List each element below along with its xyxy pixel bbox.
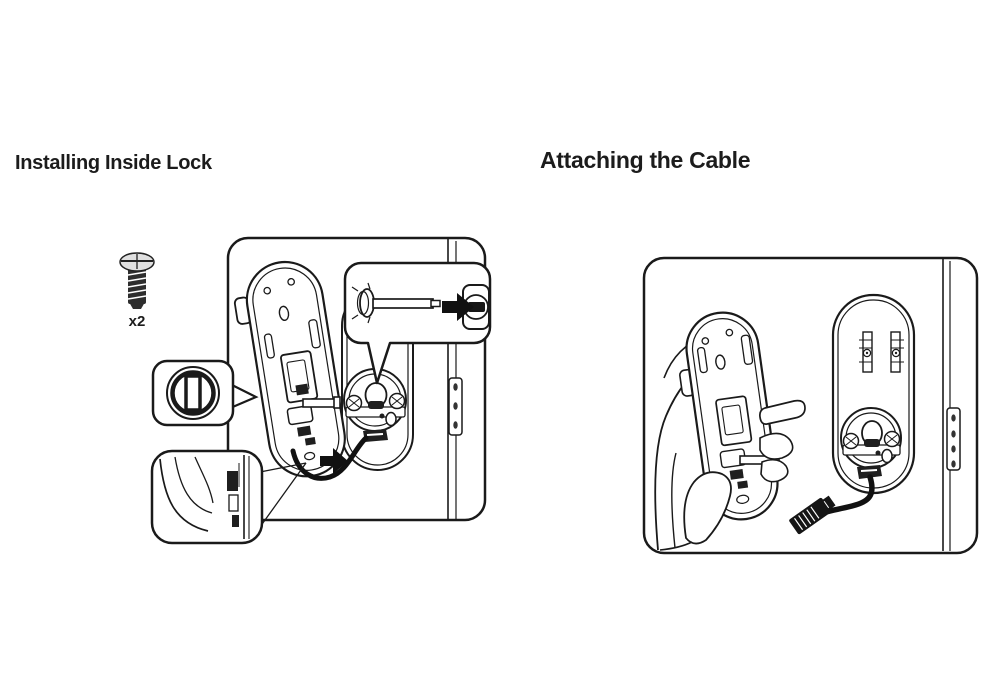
inside-lock-unit	[679, 311, 779, 521]
mounting-plate	[831, 293, 916, 495]
latch-faceplate	[946, 407, 961, 471]
connector-cable	[290, 435, 369, 481]
cable-connector	[789, 474, 875, 535]
section-title-installing-inside-lock: Installing Inside Lock	[15, 152, 212, 174]
cable-slot	[857, 465, 882, 479]
attaching-the-cable-figure	[642, 256, 979, 555]
connector-detail-callout	[150, 449, 264, 545]
deadbolt-hub	[343, 368, 407, 432]
thumbturn-detail-callout	[151, 359, 259, 427]
installing-inside-lock-figure: x2	[119, 236, 492, 545]
latch-faceplate	[448, 377, 463, 436]
hand-fingers	[659, 399, 806, 551]
mounting-bracket-right	[890, 331, 904, 373]
screw-quantity-label: x2	[129, 313, 146, 330]
screw-icon: x2	[119, 252, 155, 330]
cable-slot	[363, 429, 388, 442]
spindle	[302, 396, 341, 409]
hub-socket	[462, 284, 490, 330]
section-title-attaching-the-cable: Attaching the Cable	[540, 147, 751, 173]
spindle-detail-callout	[343, 261, 492, 385]
right-arrow-icon	[320, 448, 348, 474]
mounting-bracket-left	[859, 331, 873, 373]
callout-pointer-lines	[259, 462, 307, 528]
insert-arrow-icon	[442, 293, 474, 321]
deadbolt-hub	[840, 407, 902, 469]
